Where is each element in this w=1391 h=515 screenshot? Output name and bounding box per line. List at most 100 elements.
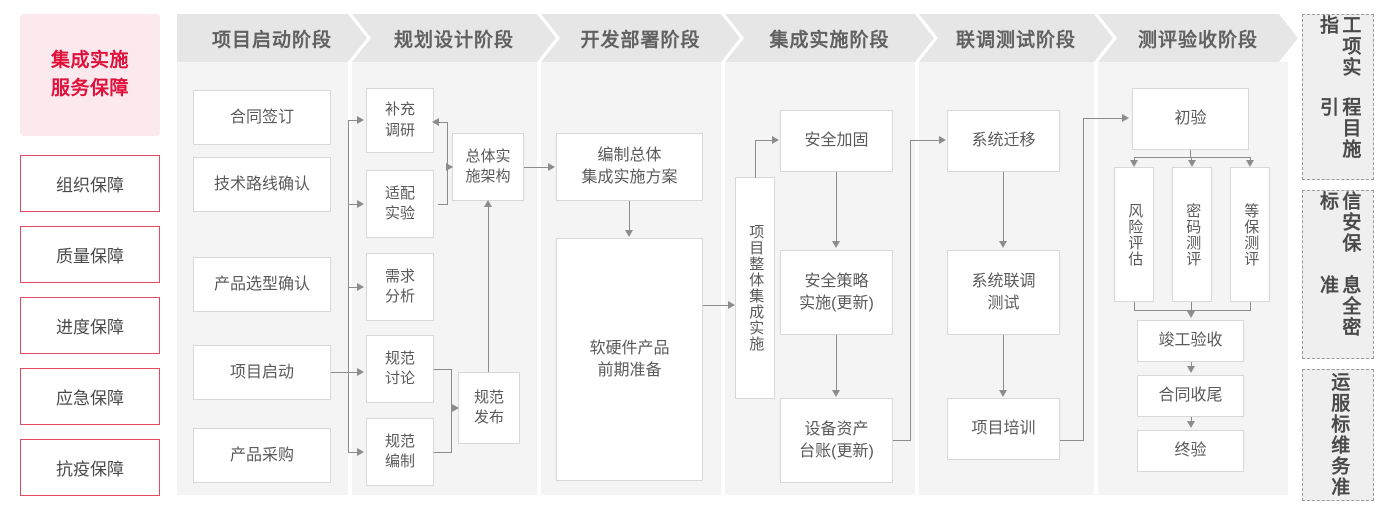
phase-header-p6[interactable]: 测评验收阶段 <box>1098 14 1298 62</box>
connector-to-adaptation-experiment <box>348 204 359 206</box>
connector-p2-bus-vertical <box>348 120 350 452</box>
connector-completion-to-closeout <box>1191 362 1193 369</box>
arrowhead-system-migration <box>939 136 946 144</box>
node-text-line2: 台账(更新) <box>799 442 874 460</box>
node-final-acceptance[interactable]: 终验 <box>1137 430 1244 472</box>
node-contract-closeout[interactable]: 合同收尾 <box>1137 375 1244 417</box>
connector-mlps-down <box>1250 302 1252 311</box>
node-text-line1: 系统联调 <box>971 272 1036 290</box>
phase-header-p2[interactable]: 规划设计阶段 <box>352 14 556 62</box>
sidebar-item-organization[interactable]: 组织保障 <box>20 155 160 212</box>
node-cryptography-evaluation[interactable]: 密码测评 <box>1172 167 1212 302</box>
node-system-joint-test[interactable]: 系统联调测试 <box>947 250 1060 335</box>
standard-col-right: 息全密准 <box>1317 274 1361 338</box>
arrowhead-security-policy <box>832 241 840 248</box>
node-hardware-software-preparation[interactable]: 软硬件产品前期准备 <box>556 238 703 481</box>
sidebar-item-emergency[interactable]: 应急保障 <box>20 368 160 425</box>
sidebar-item-quality[interactable]: 质量保障 <box>20 226 160 283</box>
node-security-policy-implementation[interactable]: 安全策略实施(更新) <box>780 250 893 335</box>
node-text-line1: 规范 <box>384 349 415 367</box>
arrowhead-spec-discussion <box>357 368 364 376</box>
arrowhead-mlps-evaluation <box>1246 160 1254 167</box>
arrowhead-system-joint-test <box>999 241 1007 248</box>
sidebar-title-line1: 集成实施 <box>50 50 129 72</box>
arrowhead-supplementary-research-feedback <box>432 118 439 126</box>
node-text-line2: 讨论 <box>384 370 415 387</box>
phase-header-p3[interactable]: 开发部署阶段 <box>541 14 740 62</box>
node-contract-signing[interactable]: 合同签订 <box>193 90 331 145</box>
sidebar-item-epidemic[interactable]: 抗疫保障 <box>20 439 160 496</box>
connector-to-spec-drafting <box>348 452 359 454</box>
connector-to-preliminary-acceptance <box>1083 118 1123 120</box>
node-compile-overall-plan[interactable]: 编制总体集成实施方案 <box>556 133 703 201</box>
connector-to-spec-discussion <box>348 372 359 374</box>
node-adaptation-experiment[interactable]: 适配实验 <box>366 170 434 238</box>
standard-engineering-project-guideline[interactable]: 程目施引 工项实指 <box>1302 14 1374 180</box>
connector-risk-down <box>1134 302 1136 311</box>
node-supplementary-research[interactable]: 补充调研 <box>366 88 434 153</box>
arrowhead-project-training <box>999 390 1007 397</box>
node-text-line1: 规范 <box>473 388 504 406</box>
connector-hardening-to-policy <box>836 172 838 242</box>
node-risk-assessment[interactable]: 风险评估 <box>1114 167 1154 302</box>
connector-to-requirement-analysis <box>348 287 359 289</box>
standard-col-left: 信安保标 <box>1317 191 1361 254</box>
phase-header-p5[interactable]: 联调测试阶段 <box>919 14 1113 62</box>
connector-to-crypto-evaluation <box>1191 157 1193 162</box>
connector-integration-up <box>755 140 757 178</box>
phase-header-p4[interactable]: 集成实施阶段 <box>725 14 934 62</box>
arrowhead-risk-assessment <box>1130 160 1138 167</box>
standard-operation-maintenance-service[interactable]: 维务准 运服标 <box>1302 369 1374 501</box>
node-mlps-evaluation[interactable]: 等保测评 <box>1230 167 1270 302</box>
node-spec-drafting[interactable]: 规范编制 <box>366 418 434 486</box>
node-overall-project-integration[interactable]: 项目整体集成实施 <box>735 177 775 399</box>
node-system-migration[interactable]: 系统迁移 <box>947 110 1060 172</box>
node-project-kickoff[interactable]: 项目启动 <box>193 345 331 400</box>
phase-header-p1[interactable]: 项目启动阶段 <box>177 14 367 62</box>
node-text-line1: 编制总体 <box>597 147 662 165</box>
connector-adaptation-to-architecture <box>438 204 448 206</box>
sidebar-item-schedule[interactable]: 进度保障 <box>20 297 160 354</box>
arrowhead-architecture-from-spec <box>484 200 492 207</box>
standard-col-left: 运服标 <box>1328 372 1350 435</box>
connector-to-system-migration <box>910 140 940 142</box>
node-overall-implementation-architecture[interactable]: 总体实施架构 <box>452 133 524 201</box>
connector-acceptance-down <box>1190 150 1192 158</box>
node-requirement-analysis[interactable]: 需求分析 <box>366 253 434 321</box>
connector-preparation-to-integration <box>703 305 729 307</box>
node-preliminary-acceptance[interactable]: 初验 <box>1132 88 1249 150</box>
connector-compile-plan-to-preparation <box>629 201 631 231</box>
node-text-line1: 补充 <box>384 101 415 119</box>
arrowhead-integration <box>728 301 735 309</box>
arrowhead-asset-ledger <box>832 390 840 397</box>
arrowhead-preliminary-acceptance <box>1122 114 1129 122</box>
connector-to-mlps-evaluation <box>1250 157 1252 162</box>
node-tech-route-confirm[interactable]: 技术路线确认 <box>193 157 331 212</box>
node-text-line2: 分析 <box>384 288 415 305</box>
arrowhead-compile-plan <box>548 163 555 171</box>
node-text-line1: 需求 <box>384 267 415 285</box>
connector-kickoff-bus <box>331 372 348 374</box>
arrowhead-requirement-analysis <box>357 283 364 291</box>
node-text-line1: 软硬件产品 <box>589 339 670 357</box>
node-security-hardening[interactable]: 安全加固 <box>780 110 893 172</box>
node-completion-acceptance[interactable]: 竣工验收 <box>1137 320 1244 362</box>
node-product-purchase[interactable]: 产品采购 <box>193 428 331 483</box>
node-project-training[interactable]: 项目培训 <box>947 398 1060 460</box>
node-spec-release[interactable]: 规范发布 <box>458 372 520 444</box>
node-product-selection[interactable]: 产品选型确认 <box>193 257 331 312</box>
connector-architecture-to-compile-plan <box>524 167 549 169</box>
standard-col-left: 工项实指 <box>1317 15 1361 78</box>
arrowhead-adaptation-experiment <box>357 200 364 208</box>
node-equipment-asset-ledger[interactable]: 设备资产台账(更新) <box>780 398 893 483</box>
node-spec-discussion[interactable]: 规范讨论 <box>366 335 434 403</box>
node-text-line2: 编制 <box>384 453 415 470</box>
arrowhead-security-hardening <box>772 136 779 144</box>
node-text-line1: 规范 <box>384 432 415 450</box>
connector-spec-join-vertical <box>451 369 453 453</box>
arrowhead-preparation <box>625 230 633 237</box>
connector-spec-discussion-out <box>434 369 452 371</box>
node-text-line1: 安全策略 <box>804 272 869 290</box>
standard-information-security-confidentiality[interactable]: 息全密准 信安保标 <box>1302 190 1374 359</box>
